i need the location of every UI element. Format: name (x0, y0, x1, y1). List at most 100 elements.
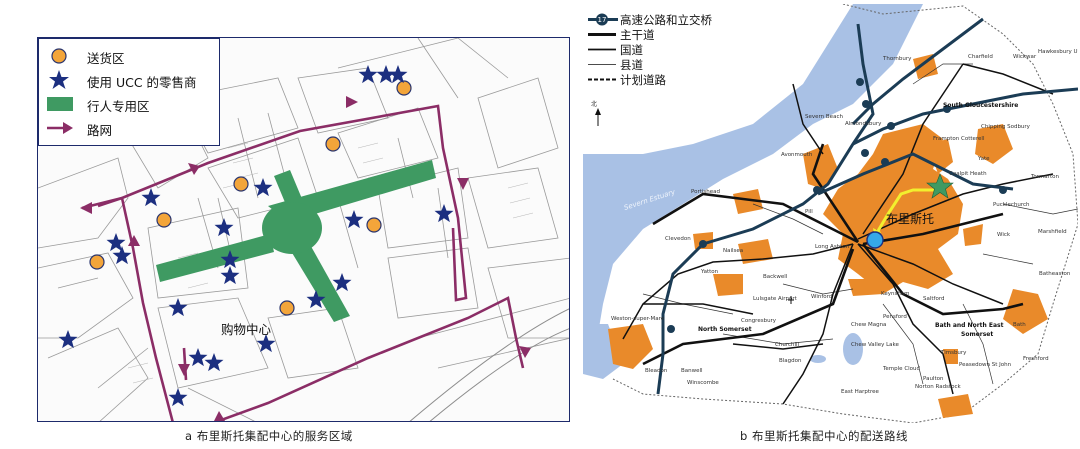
place-name-label: Pensford (883, 314, 907, 320)
ucc-retailer-star-icon (112, 246, 132, 265)
place-name-label: Hawkesbury Upton (1038, 49, 1078, 55)
national-road-icon (588, 48, 616, 51)
blagdon-lake (810, 355, 826, 363)
legend-label: 县道 (620, 58, 643, 72)
purple-arrow-icon (47, 122, 73, 134)
place-name-label: Saltford (923, 296, 945, 302)
ucc-retailer-star-icon (168, 298, 188, 317)
airport-icon (788, 296, 794, 304)
place-name-label: Yatton (701, 269, 719, 275)
route-network (81, 104, 525, 421)
ucc-retailer-star-icon (388, 65, 408, 84)
curved-road (429, 328, 569, 421)
place-name-label: Pill (805, 209, 813, 215)
region-bath-2: Somerset (961, 331, 994, 338)
legend-item-motorway: 17 高速公路和立交桥 (588, 12, 778, 27)
place-name-label: Backwell (763, 274, 788, 280)
ucc-retailer-star-icon (358, 65, 378, 84)
legend-item-planned: 计划道路 (588, 72, 778, 87)
chew-valley-lake (843, 333, 863, 365)
place-name-label: Charfield (968, 54, 993, 60)
severn-estuary (583, 4, 923, 349)
place-name-label: Bleadon (645, 368, 668, 374)
place-name-label: Keynsham (881, 291, 910, 297)
legend-item-national: 国道 (588, 42, 778, 57)
delivery-route-map: 布里斯托 北 Severn Estuary South Gloucestersh… (583, 4, 1078, 423)
ucc-retailer-star-icon (306, 290, 326, 309)
legend-item-delivery: 送货区 (47, 45, 217, 67)
bristol-center-icon (866, 231, 884, 249)
place-name-label: Churchill (775, 342, 800, 348)
legend-item-route: 路网 (47, 117, 217, 139)
legend-label: 使用 UCC 的零售商 (87, 75, 197, 90)
planned-road-icon (588, 78, 616, 81)
ucc-retailer-star-icon (332, 273, 352, 292)
caption-a: a 布里斯托集配中心的服务区域 (185, 429, 353, 443)
legend-item-county: 县道 (588, 57, 778, 72)
bristol-label: 布里斯托 (886, 212, 935, 226)
caption-b: b 布里斯托集配中心的配送路线 (740, 429, 908, 443)
ucc-retailer-star-icon (253, 178, 273, 197)
region-north-somerset: North Somerset (698, 326, 752, 333)
ucc-retailers (58, 65, 454, 407)
place-name-label: Wickwar (1013, 54, 1037, 60)
place-name-label: Long Ashton (815, 244, 850, 250)
ucc-location-icon (926, 173, 954, 199)
place-name-label: Batheaston (1039, 271, 1071, 277)
place-name-label: Congresbury (741, 318, 777, 324)
legend-label: 高速公路和立交桥 (620, 13, 712, 27)
county-road-icon (588, 64, 616, 65)
place-name-label: Wick (997, 232, 1011, 238)
place-name-label: Nailsea (723, 248, 744, 254)
route-arrows (80, 96, 531, 421)
place-name-label: Freshford (1023, 356, 1049, 362)
place-name-label: Norton Radstock (915, 384, 961, 390)
legend-label: 计划道路 (620, 73, 666, 87)
place-name-label: Tormarton (1031, 174, 1059, 180)
place-name-label: Peasedown St John (959, 362, 1012, 368)
ucc-retailer-star-icon (214, 218, 234, 237)
motorways (656, 17, 1078, 395)
legend-item-trunk: 主干道 (588, 27, 778, 42)
place-name-label: Blagdon (779, 358, 802, 364)
pedestrian-zone (156, 160, 436, 322)
place-name-label: Timsbury (941, 350, 967, 356)
ucc-retailer-star-icon (220, 250, 240, 269)
motorway-badge: 17 (598, 16, 607, 24)
shopping-center-label: 购物中心 (221, 322, 272, 337)
place-name-label: East Harptree (841, 389, 879, 395)
legend-label: 主干道 (620, 28, 655, 42)
place-name-label: Temple Cloud (883, 366, 921, 372)
legend-label: 国道 (620, 43, 643, 57)
ucc-retailer-star-icon (344, 210, 364, 229)
place-name-label: Yate (978, 156, 990, 162)
curved-road (409, 308, 569, 421)
orange-circle-icon (51, 48, 67, 64)
legend-label: 送货区 (87, 51, 125, 66)
place-name-label: Banwell (681, 368, 703, 374)
ucc-retailer-star-icon (434, 204, 454, 223)
ucc-retailer-star-icon (141, 188, 161, 207)
ucc-retailer-star-icon (220, 266, 240, 285)
motorway-icon: 17 (588, 13, 618, 26)
legend-item-pedestrian: 行人专用区 (47, 93, 217, 115)
place-name-label: Chipping Sodbury (981, 124, 1030, 130)
place-name-label: Clevedon (665, 236, 691, 242)
legend-b: 17 高速公路和立交桥 主干道 国道 县道 计划道路 (588, 10, 778, 88)
place-name-label: Almondsbury (845, 121, 882, 127)
ucc-retailer-star-icon (256, 334, 276, 353)
place-name-label: Paulton (923, 376, 944, 382)
service-area-map: 购物中心 送货区 使用 UCC 的零售商 行人专用区 路网 (37, 37, 570, 422)
place-name-label: Thornbury (883, 56, 912, 62)
ucc-retailer-star-icon (204, 353, 224, 372)
blue-star-icon (49, 70, 69, 89)
green-rect-icon (47, 97, 73, 111)
county-boundary (612, 4, 1078, 423)
region-bath: Bath and North East (935, 322, 1004, 329)
place-name-label: Pucklechurch (993, 202, 1030, 208)
north-label: 北 (591, 101, 598, 108)
place-name-label: Frampton Cotterell (933, 136, 985, 142)
place-name-label: Portishead (691, 189, 721, 195)
place-name-label: Chew Valley Lake (851, 342, 899, 348)
region-map-svg (583, 4, 1078, 423)
